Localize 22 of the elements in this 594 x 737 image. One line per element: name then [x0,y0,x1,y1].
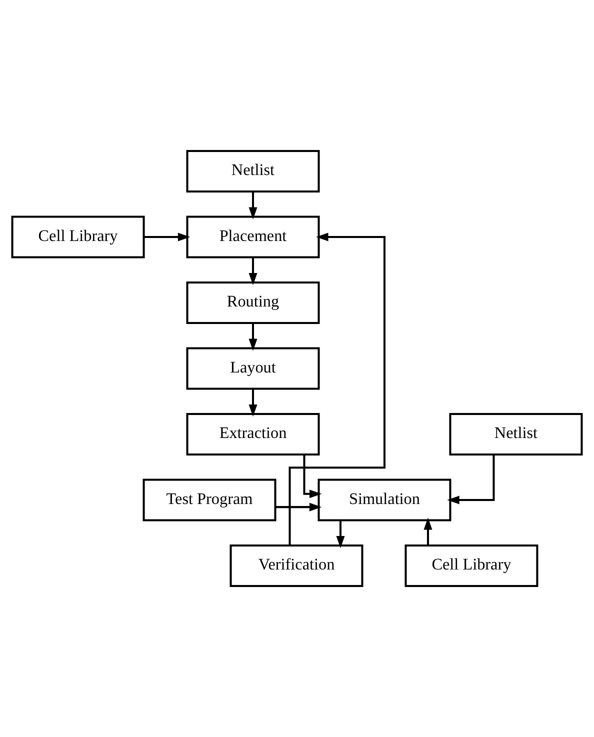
arrow [336,520,345,548]
node-box: Simulation [318,478,452,522]
arrow [248,323,258,351]
arrow [248,388,258,417]
node-box: Placement [186,216,320,258]
arrow [276,502,322,512]
arrow [424,518,432,546]
arrow [248,192,258,220]
arrow [303,454,322,498]
arrow [288,232,386,546]
arrow [248,257,258,286]
node-box: Verification [230,544,364,587]
node-box: Extraction [186,413,320,456]
node-box: Routing [186,282,320,324]
node-box: Netlist [186,150,320,193]
arrow [144,232,190,242]
node-box: Layout [186,347,320,390]
node-box: Cell Library [11,216,145,258]
node-box: Cell Library [404,544,538,587]
node-box: Test Program [142,478,276,522]
node-box: Netlist [449,413,583,456]
arrow [447,454,495,504]
